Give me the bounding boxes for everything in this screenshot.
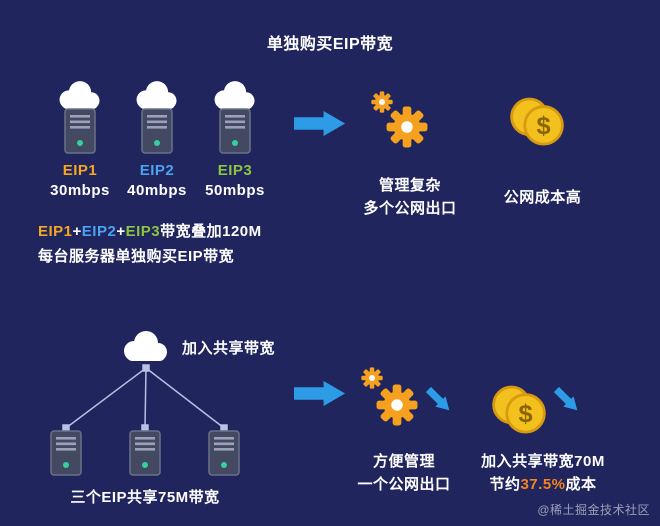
saving-percent: 37.5%	[520, 476, 566, 493]
down-right-arrow-icon	[423, 384, 455, 416]
eip3-bandwidth: 50mbps	[205, 182, 265, 199]
server-icon	[129, 430, 161, 476]
gears-icon	[360, 366, 422, 428]
saving-suffix: 成本	[565, 476, 597, 493]
eip2-bandwidth: 40mbps	[127, 182, 187, 199]
eip3-label: EIP3	[217, 162, 253, 179]
eip1-label: EIP1	[62, 162, 98, 179]
flow-arrow-icon	[294, 380, 346, 407]
gears-icon	[370, 90, 432, 152]
eip2-server-column: EIP2 40mbps	[117, 80, 197, 199]
eip1-bandwidth: 30mbps	[50, 182, 110, 199]
sum-plus2: +	[116, 223, 126, 240]
sum-plus1: +	[72, 223, 82, 240]
easy-manage-block: 方便管理 一个公网出口	[344, 450, 464, 496]
server-icon	[141, 108, 173, 154]
manage-complex-line1: 管理复杂	[378, 177, 441, 194]
saving-prefix: 节约	[489, 476, 521, 493]
easy-manage-line2: 一个公网出口	[357, 476, 451, 493]
bandwidth-sum-line: EIP1+EIP2+EIP3带宽叠加120M	[38, 220, 262, 241]
watermark: @稀土掘金技术社区	[537, 503, 650, 517]
top-section-title: 单独购买EIP带宽	[266, 36, 394, 53]
eip3-server-column: EIP3 50mbps	[195, 80, 275, 199]
coins-icon: $	[492, 385, 546, 434]
easy-manage-line1: 方便管理	[372, 453, 435, 470]
saving-block: 加入共享带宽70M 节约37.5%成本	[448, 450, 638, 496]
eip1-server-column: EIP1 30mbps	[40, 80, 120, 199]
per-server-purchase-line: 每台服务器单独购买EIP带宽	[38, 248, 235, 265]
public-cost-label: 公网成本高	[503, 189, 582, 206]
bottom-section-title: 加入共享带宽	[182, 340, 276, 357]
flow-arrow-icon	[294, 110, 346, 137]
saving-line: 节约37.5%成本	[448, 473, 638, 496]
sum-eip1: EIP1	[38, 223, 73, 240]
sum-rest: 带宽叠加120M	[160, 223, 262, 240]
cloud-to-server-lines	[62, 364, 228, 432]
large-gear-icon	[386, 106, 428, 148]
server-icon	[64, 108, 96, 154]
manage-complex-block: 管理复杂 多个公网出口	[346, 174, 474, 220]
server-icon	[219, 108, 251, 154]
shared-cloud-icon	[124, 331, 167, 361]
server-icon	[208, 430, 240, 476]
dollar-glyph: $	[537, 112, 551, 140]
server-icon	[50, 430, 82, 476]
sum-eip3: EIP3	[125, 223, 161, 240]
dollar-glyph: $	[519, 400, 533, 428]
sum-eip2: EIP2	[81, 223, 117, 240]
eip2-label: EIP2	[139, 162, 175, 179]
join-shared-line: 加入共享带宽70M	[481, 453, 605, 470]
coins-icon: $	[510, 97, 564, 146]
large-gear-icon	[376, 384, 418, 426]
shared-bandwidth-label: 三个EIP共享75M带宽	[70, 489, 220, 506]
manage-complex-line2: 多个公网出口	[363, 200, 457, 217]
down-right-arrow-icon	[551, 384, 583, 416]
